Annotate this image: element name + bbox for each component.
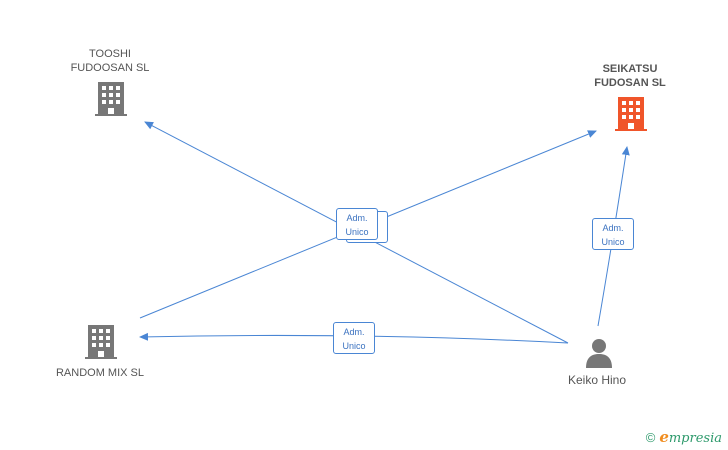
company-label-random-mix[interactable]: RANDOM MIX SL (55, 367, 144, 379)
badge-right-line2: Unico (601, 237, 625, 247)
brand-rest: mpresia (668, 431, 722, 446)
company-label-seikatsu[interactable]: SEIKATSU FUDOSAN SL (570, 62, 690, 90)
building-icon[interactable] (85, 325, 117, 359)
copyright-symbol: © (645, 430, 656, 445)
role-badge-bottom[interactable]: Adm. Unico (333, 322, 375, 354)
seikatsu-line1: SEIKATSU (602, 63, 658, 75)
building-icon[interactable] (95, 82, 127, 116)
badge-bottom-line2: Unico (342, 341, 366, 351)
person-icon[interactable] (585, 338, 613, 368)
badge-center-line2: Unico (345, 227, 369, 237)
company-label-tooshi[interactable]: TOOSHI FUDOOSAN SL (50, 47, 170, 75)
role-badge-center[interactable]: Adm. Unico (336, 208, 378, 240)
tooshi-line2: FUDOOSAN SL (70, 62, 150, 74)
building-icon[interactable] (615, 97, 647, 131)
badge-bottom-line1: Adm. (343, 327, 365, 337)
empresia-brand: ©empresia (646, 428, 722, 446)
badge-right-line1: Adm. (602, 223, 624, 233)
person-label-keiko-hino[interactable]: Keiko Hino (567, 373, 627, 387)
tooshi-line1: TOOSHI (89, 48, 131, 60)
badge-center-line1: Adm. (346, 213, 368, 223)
seikatsu-line2: FUDOSAN SL (594, 77, 666, 89)
brand-e: e (659, 428, 669, 446)
role-badge-right[interactable]: Adm. Unico (592, 218, 634, 250)
